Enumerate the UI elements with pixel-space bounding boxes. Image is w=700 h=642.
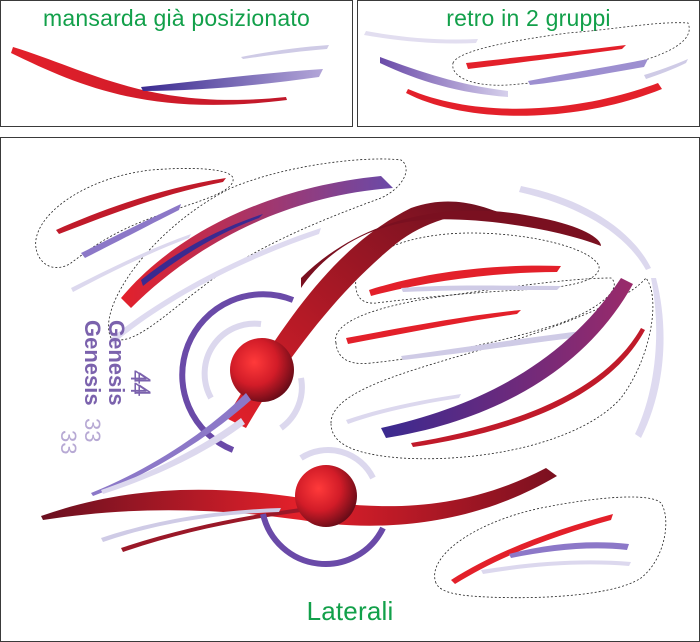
number-44-b: 44 <box>126 370 151 394</box>
stripe-lower-red <box>41 468 557 526</box>
stripe-purple-left <box>380 57 508 97</box>
ring-upper-purple <box>179 291 295 453</box>
number-33-group-2: 33 <box>56 430 81 454</box>
panel-title-mansarda: mansarda già posizionato <box>43 5 310 31</box>
retro-graphic <box>364 22 690 116</box>
stripe-right-red-2 <box>346 310 521 344</box>
stripe-lavender-right-top <box>519 186 651 270</box>
stripe-red-bottom <box>406 83 662 116</box>
ring-upper-lavender <box>201 320 262 400</box>
genesis-text-1: Genesis <box>104 320 129 406</box>
group-outline-bottom-right <box>434 496 667 599</box>
group-outline-top-left <box>35 168 234 268</box>
number-44-b-group: 44 <box>126 370 151 394</box>
group-outline-top-swoosh <box>108 158 407 341</box>
group-outline-right-2 <box>335 277 615 364</box>
stripe-lavender-right-long <box>635 278 664 438</box>
genesis-text-2: Genesis <box>80 320 105 406</box>
genesis-label-group-dark: Genesis 44 <box>104 320 155 406</box>
number-33-group: 33 <box>80 418 105 442</box>
laterali-graphic: Genesis 44 Genesis 44 33 33 <box>35 158 667 599</box>
stripe-lower-thin <box>121 508 301 552</box>
ring-lower-lavender <box>299 447 376 480</box>
stripe-top-lavender <box>111 228 321 344</box>
stripe-lavender-top <box>364 31 478 44</box>
panel-retro: retro in 2 gruppi <box>357 0 700 127</box>
panel-laterali: Laterali <box>0 137 700 642</box>
stripe-lavender-right <box>644 59 688 79</box>
stripe-right-purple-long <box>381 278 633 438</box>
stripe-lower-lavender-left <box>101 508 281 542</box>
panel-title-laterali: Laterali <box>306 596 394 626</box>
stripe-tl-red <box>56 178 226 234</box>
ball-upper <box>230 338 294 402</box>
ring-lower-purple <box>260 513 386 567</box>
stripe-right-lavender-2 <box>401 330 591 360</box>
stripe-tl-purple <box>81 204 181 258</box>
panel-title-retro: retro in 2 gruppi <box>446 5 611 31</box>
number-33-a: 33 <box>80 418 105 442</box>
stripe-purple-right <box>528 59 648 85</box>
stripe-right-lavender-1 <box>401 285 561 292</box>
panel-mansarda: mansarda già posizionato <box>0 0 353 127</box>
stripe-tl-lavender <box>71 234 191 292</box>
stripe-purple <box>141 69 323 91</box>
stripe-right-red-1 <box>369 265 561 296</box>
number-33-b: 33 <box>56 430 81 454</box>
stripe-right-lavender-3 <box>346 394 461 424</box>
genesis-label-group-dark-2: Genesis <box>80 320 105 406</box>
number-44-a: 44 <box>130 372 155 396</box>
stripe-red-mid <box>466 45 626 69</box>
stripe-big-red-swoosh <box>226 201 501 428</box>
ray-upper-lavender <box>101 418 245 494</box>
ball-lower <box>295 465 357 527</box>
stripe-lavender <box>241 45 329 59</box>
stripe-br-lavender <box>481 560 631 574</box>
stripe-br-red <box>451 514 613 584</box>
stripe-thin-red-arc <box>301 210 601 288</box>
stripe-br-purple <box>509 542 629 558</box>
stripe-red-long <box>11 47 287 105</box>
mansarda-graphic <box>11 45 329 105</box>
ring-upper-lavender-2 <box>279 377 305 431</box>
group-outline-right-3 <box>330 277 654 460</box>
stripe-top-purple-swoosh <box>121 176 393 308</box>
